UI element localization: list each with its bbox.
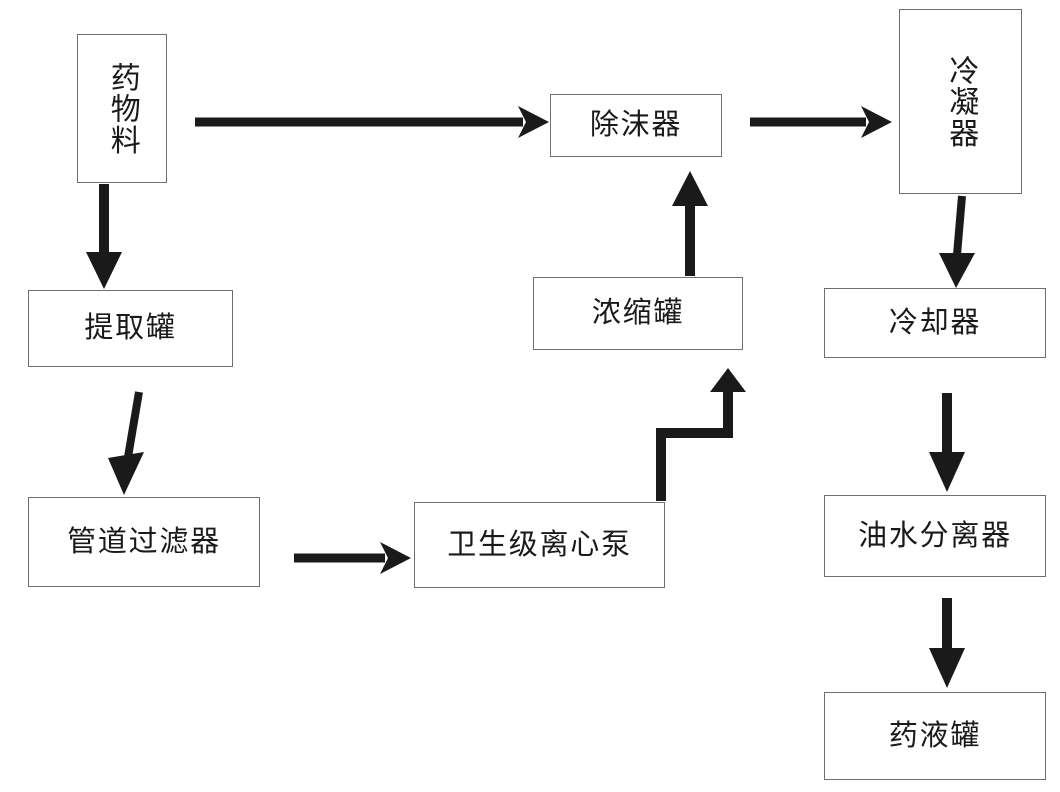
edge-condenser-to-cooler (939, 195, 975, 288)
node-oil-water-separator[interactable]: 油水分离器 (824, 495, 1046, 577)
node-label-condenser: 冷凝器 (944, 54, 978, 149)
node-liquid-medicine-tank[interactable]: 药液罐 (824, 692, 1046, 780)
edge-drug-material-to-extraction-tank (86, 184, 122, 289)
edge-drug-material-to-demister (195, 106, 549, 138)
node-label-liquid-medicine-tank: 药液罐 (888, 719, 982, 752)
node-label-sanitary-centrifugal-pump: 卫生级离心泵 (447, 528, 632, 561)
node-label-oil-water-separator: 油水分离器 (858, 519, 1012, 552)
node-condenser[interactable]: 冷凝器 (899, 9, 1022, 194)
node-label-drug-material: 药物料 (105, 61, 139, 156)
node-drug-material[interactable]: 药物料 (77, 34, 167, 183)
node-demister[interactable]: 除沫器 (550, 94, 722, 157)
edge-pipeline-filter-to-pump (294, 542, 411, 574)
node-sanitary-centrifugal-pump[interactable]: 卫生级离心泵 (414, 502, 665, 588)
node-label-concentration-tank: 浓缩罐 (591, 297, 685, 330)
edge-pump-to-concentration-tank (656, 368, 746, 501)
node-pipeline-filter[interactable]: 管道过滤器 (28, 497, 260, 587)
node-label-extraction-tank: 提取罐 (84, 312, 177, 345)
edge-extraction-tank-to-pipeline-filter (108, 391, 144, 495)
edge-cooler-to-oil-water-separator (929, 393, 965, 492)
edge-oil-water-separator-to-liquid-medicine-tank (929, 598, 965, 688)
node-cooler[interactable]: 冷却器 (824, 288, 1046, 358)
edge-concentration-tank-to-demister (672, 171, 708, 276)
edge-demister-to-condenser (750, 106, 892, 138)
node-concentration-tank[interactable]: 浓缩罐 (533, 277, 743, 350)
node-extraction-tank[interactable]: 提取罐 (28, 290, 233, 367)
node-label-demister: 除沫器 (589, 109, 683, 142)
node-label-pipeline-filter: 管道过滤器 (67, 525, 221, 558)
node-label-cooler: 冷却器 (888, 306, 982, 339)
